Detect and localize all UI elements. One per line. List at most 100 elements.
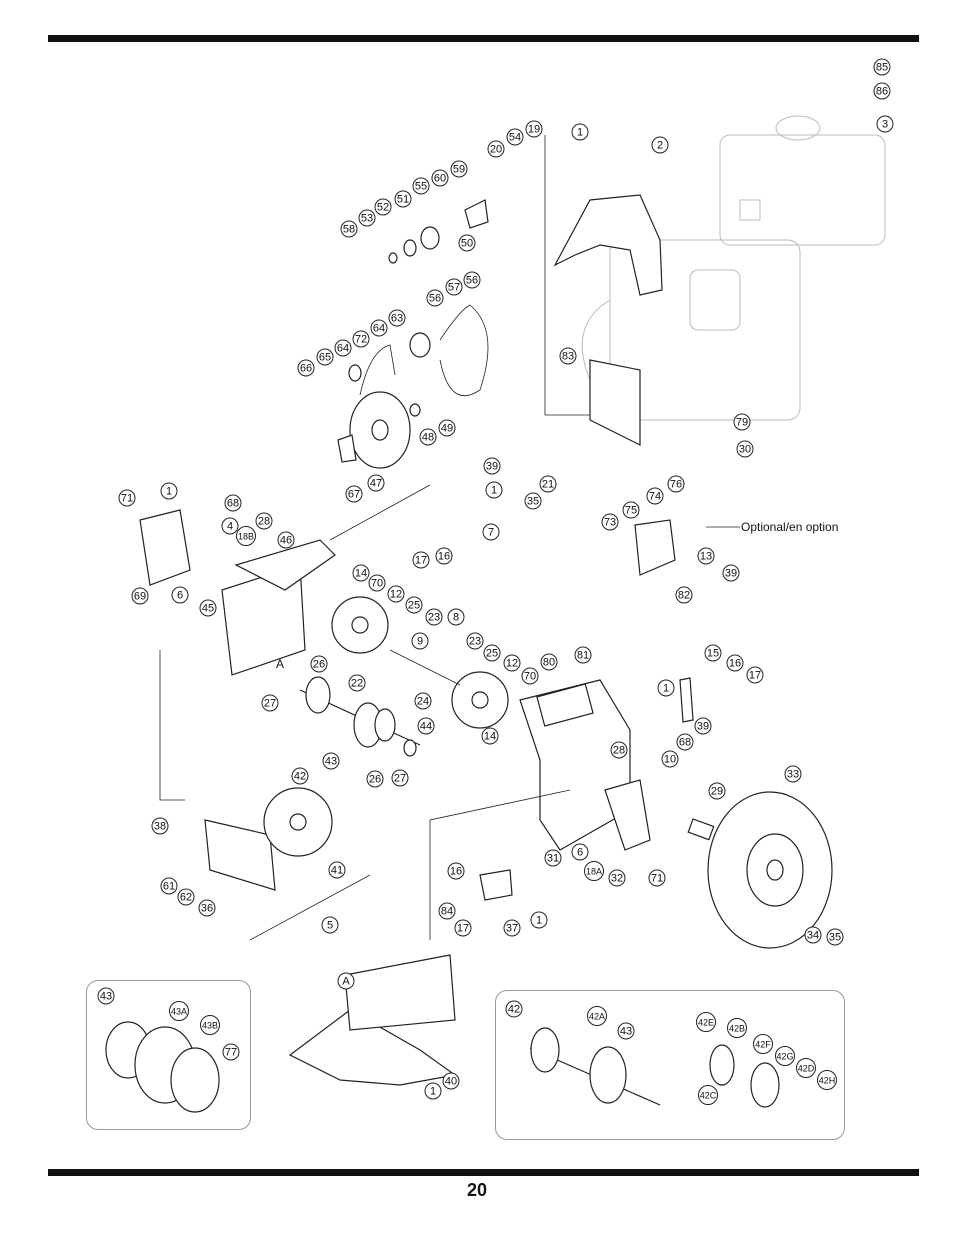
svg-text:14: 14: [484, 731, 496, 743]
callout-26: 26: [310, 655, 328, 673]
svg-text:56: 56: [429, 293, 441, 305]
callout-51: 51: [394, 190, 412, 208]
svg-text:28: 28: [613, 745, 625, 757]
svg-text:2: 2: [657, 140, 663, 152]
callout-42a: 42A: [587, 1006, 607, 1026]
callout-a: A: [337, 972, 355, 990]
callout-48: 48: [419, 428, 437, 446]
callout-42c: 42C: [698, 1085, 718, 1105]
callout-81: 81: [574, 646, 592, 664]
svg-text:16: 16: [438, 551, 450, 563]
svg-text:1: 1: [491, 485, 497, 497]
svg-text:22: 22: [351, 678, 363, 690]
svg-text:42D: 42D: [798, 1064, 815, 1074]
callout-52: 52: [374, 198, 392, 216]
gear-cover-32: [604, 779, 651, 851]
svg-text:6: 6: [577, 847, 583, 859]
callout-84: 84: [438, 902, 456, 920]
svg-text:60: 60: [434, 173, 446, 185]
callout-63: 63: [388, 309, 406, 327]
callout-64: 64: [370, 319, 388, 337]
shift-bracket: [204, 819, 276, 891]
callout-83: 83: [559, 347, 577, 365]
svg-text:46: 46: [280, 535, 292, 547]
callout-54: 54: [506, 128, 524, 146]
svg-text:36: 36: [201, 903, 213, 915]
callout-16: 16: [435, 547, 453, 565]
svg-text:45: 45: [202, 603, 214, 615]
svg-text:76: 76: [670, 479, 682, 491]
callout-17: 17: [454, 919, 472, 937]
svg-text:35: 35: [527, 496, 539, 508]
svg-text:20: 20: [490, 144, 502, 156]
svg-text:83: 83: [562, 351, 574, 363]
svg-text:71: 71: [651, 873, 663, 885]
svg-text:42H: 42H: [819, 1076, 836, 1086]
svg-text:68: 68: [227, 498, 239, 510]
svg-text:40: 40: [445, 1076, 457, 1088]
lever-15: [679, 677, 694, 723]
callout-1: 1: [485, 481, 503, 499]
svg-text:8: 8: [453, 612, 459, 624]
svg-text:47: 47: [370, 478, 382, 490]
svg-text:63: 63: [391, 313, 403, 325]
callout-66: 66: [297, 359, 315, 377]
callout-43a: 43A: [169, 1001, 189, 1021]
svg-text:53: 53: [361, 213, 373, 225]
callout-1: 1: [657, 679, 675, 697]
callout-59: 59: [450, 160, 468, 178]
callout-45: 45: [199, 599, 217, 617]
callout-32: 32: [608, 869, 626, 887]
svg-text:27: 27: [394, 773, 406, 785]
callout-42b: 42B: [727, 1018, 747, 1038]
callout-47: 47: [367, 474, 385, 492]
callout-80: 80: [540, 653, 558, 671]
svg-text:21: 21: [542, 479, 554, 491]
svg-text:6: 6: [177, 590, 183, 602]
callout-73: 73: [601, 513, 619, 531]
svg-text:73: 73: [604, 517, 616, 529]
svg-text:84: 84: [441, 906, 453, 918]
callout-15: 15: [704, 644, 722, 662]
svg-text:56: 56: [466, 275, 478, 287]
callout-42d: 42D: [796, 1058, 816, 1078]
belt-2: [439, 304, 489, 396]
svg-text:42A: 42A: [589, 1012, 605, 1022]
callout-85: 85: [873, 58, 891, 76]
svg-text:38: 38: [154, 821, 166, 833]
svg-text:24: 24: [417, 696, 429, 708]
callout-43b: 43B: [200, 1015, 220, 1035]
callout-1: 1: [530, 911, 548, 929]
callout-49: 49: [438, 419, 456, 437]
callout-70: 70: [521, 667, 539, 685]
callout-39: 39: [722, 564, 740, 582]
svg-text:25: 25: [408, 600, 420, 612]
callout-35: 35: [826, 928, 844, 946]
callout-26: 26: [366, 770, 384, 788]
svg-text:62: 62: [180, 892, 192, 904]
svg-text:26: 26: [313, 659, 325, 671]
cable-5: [249, 874, 371, 941]
svg-text:1: 1: [166, 486, 172, 498]
svg-text:43B: 43B: [202, 1021, 218, 1031]
svg-text:25: 25: [486, 648, 498, 660]
svg-text:17: 17: [457, 923, 469, 935]
svg-text:70: 70: [524, 671, 536, 683]
callout-1: 1: [571, 123, 589, 141]
callout-29: 29: [708, 782, 726, 800]
callout-43: 43: [97, 987, 115, 1005]
svg-text:58: 58: [343, 224, 355, 236]
callout-3: 3: [876, 115, 894, 133]
callout-36: 36: [198, 899, 216, 917]
callout-25: 25: [405, 596, 423, 614]
svg-text:7: 7: [488, 527, 494, 539]
svg-text:57: 57: [448, 282, 460, 294]
callout-7: 7: [482, 523, 500, 541]
top-rule: [48, 35, 919, 42]
callout-58: 58: [340, 220, 358, 238]
callout-1: 1: [424, 1082, 442, 1100]
callout-35: 35: [524, 492, 542, 510]
reference-marker-a: A: [276, 657, 284, 671]
svg-text:35: 35: [829, 932, 841, 944]
callout-67: 67: [345, 485, 363, 503]
